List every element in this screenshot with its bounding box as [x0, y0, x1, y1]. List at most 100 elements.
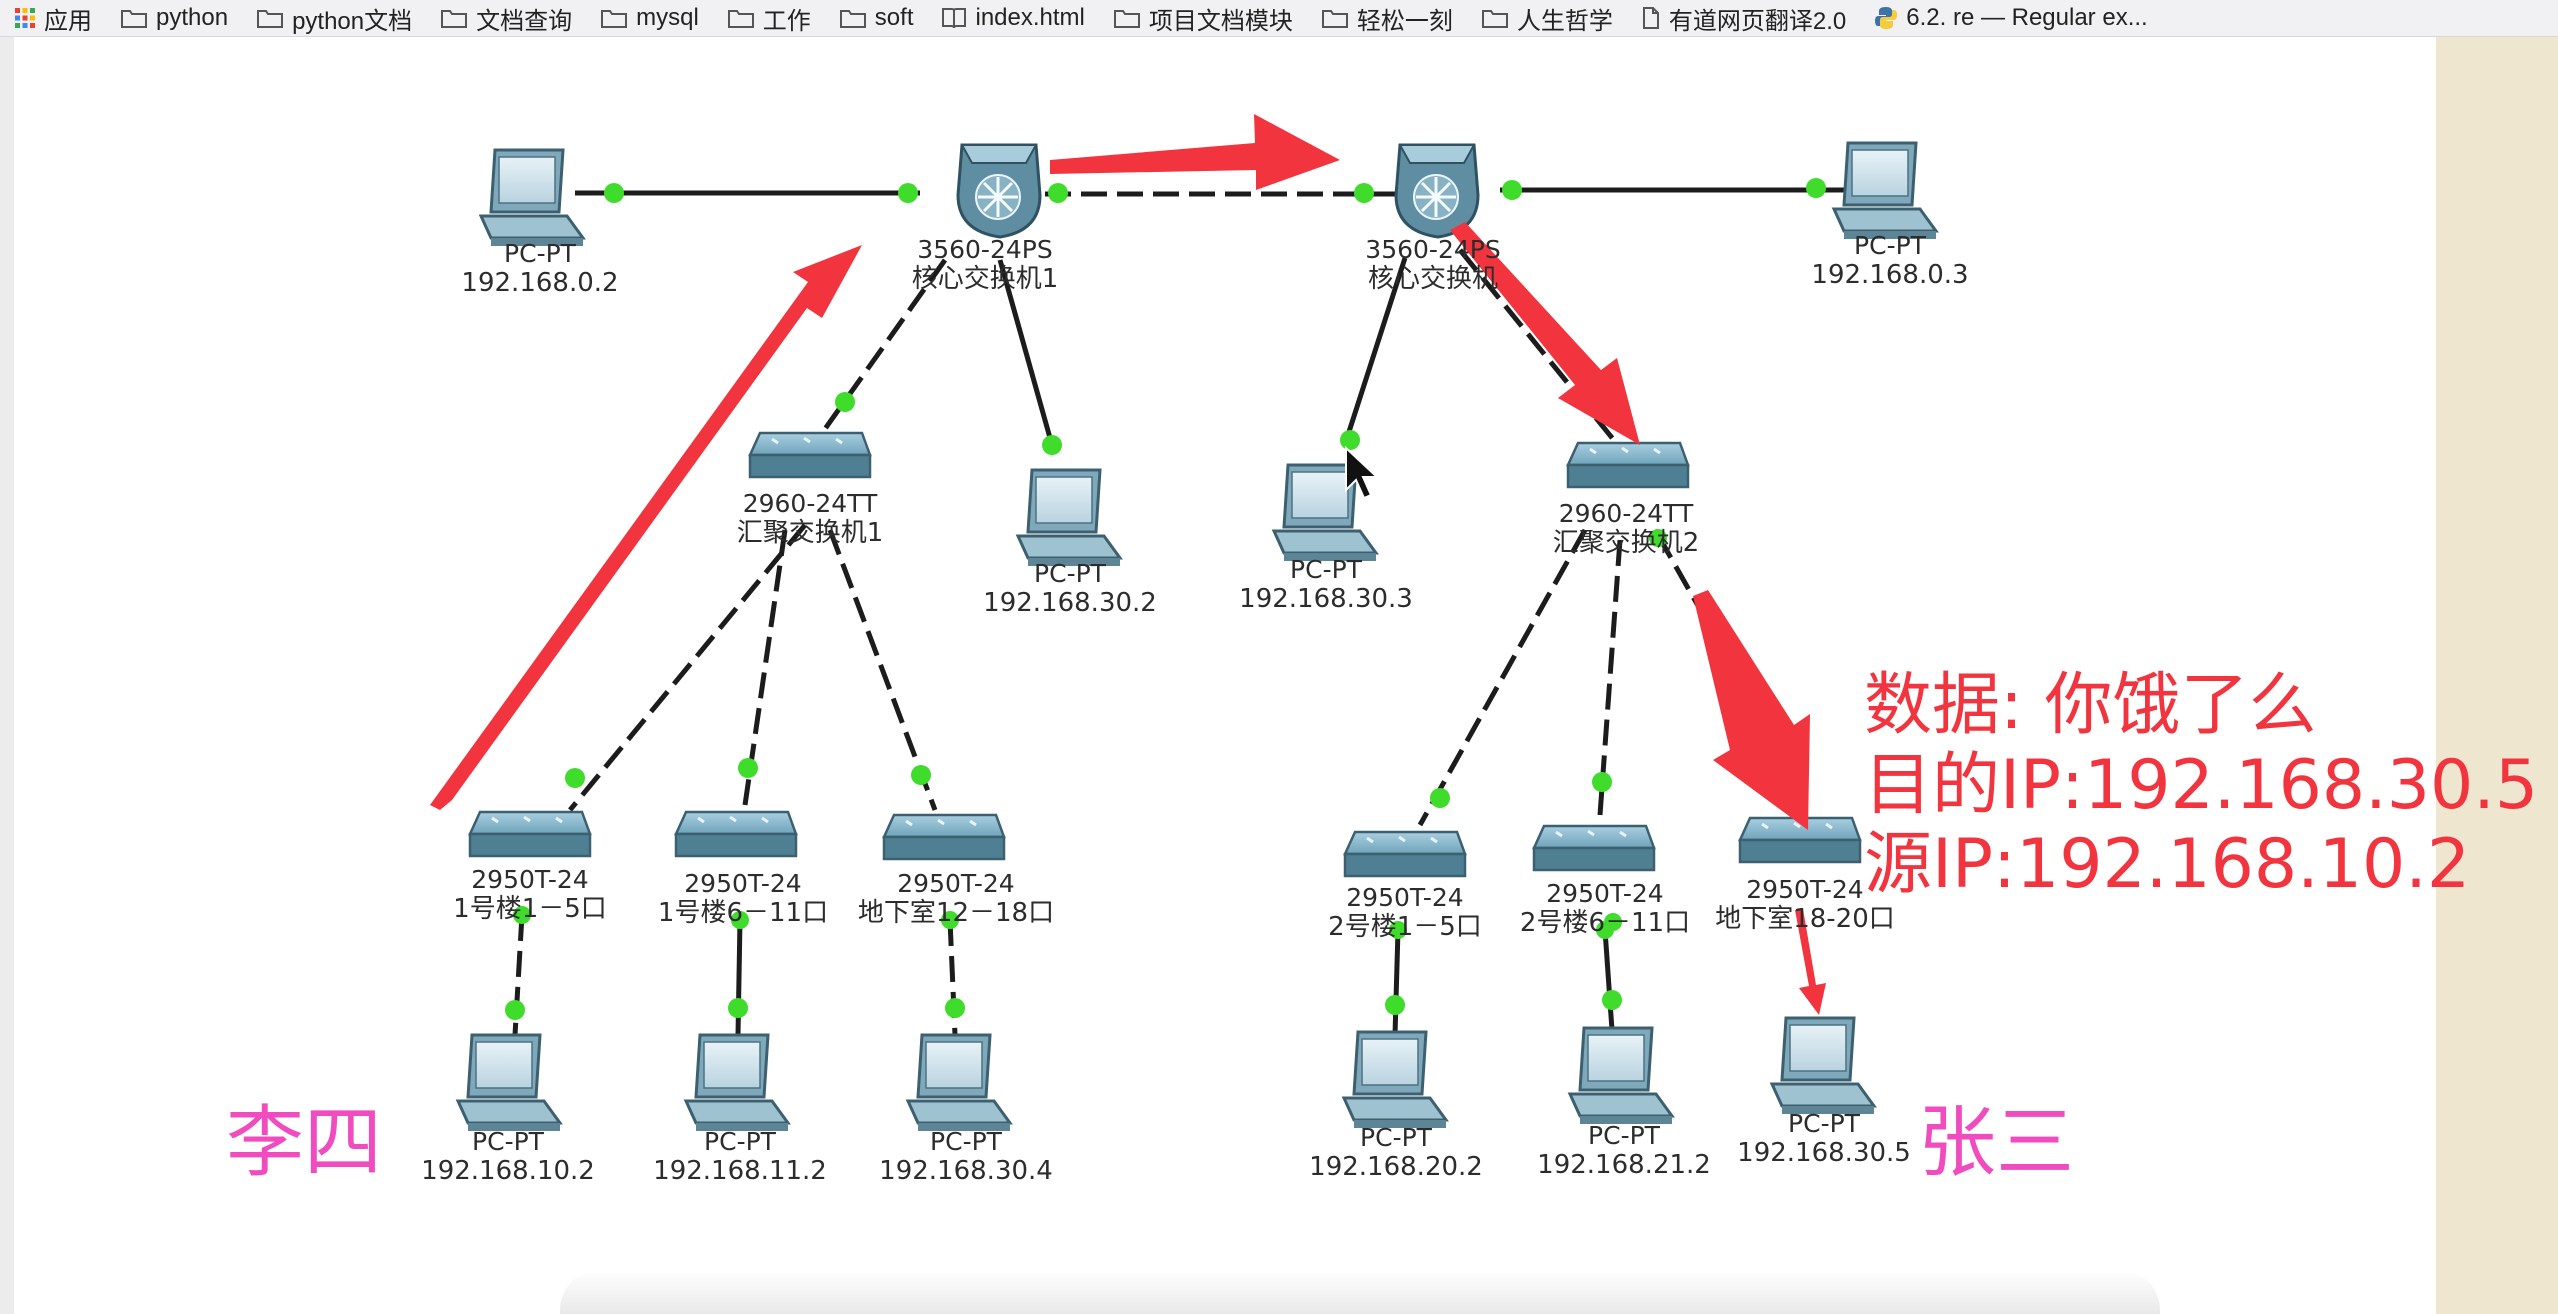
- folder-icon: [257, 10, 284, 28]
- pc-label: PC-PT 192.168.20.2: [1296, 1123, 1496, 1183]
- pc-ip: 192.168.0.3: [1811, 259, 1969, 290]
- pc-192-168-30-4-icon: [906, 1033, 1012, 1133]
- pc-192-168-21-2-icon: [1568, 1026, 1674, 1126]
- bookmark-python[interactable]: python: [106, 0, 242, 36]
- packet-data-line: 数据: 你饿了么: [1864, 666, 2317, 745]
- bookmark-label: python: [156, 4, 229, 31]
- bookmark-label: 人生哲学: [1516, 7, 1613, 35]
- folder-icon: [1321, 10, 1348, 28]
- pc-192-168-11-2-icon: [684, 1033, 790, 1133]
- packet-path-arrows: [430, 114, 1826, 1015]
- apps-grid-icon: [15, 8, 35, 28]
- device-model: 2950T-24: [471, 865, 589, 894]
- pc-label: PC-PT 192.168.30.4: [866, 1127, 1066, 1187]
- access-switch-5-label: 2950T-24 2号楼6－11口: [1490, 879, 1720, 939]
- core-switch-1-label: 3560-24PS 核心交换机1: [890, 235, 1080, 295]
- link-agg1-acc3: [827, 529, 938, 811]
- pc-ip: 192.168.30.2: [983, 587, 1157, 618]
- access-switch-6-label: 2950T-24 地下室18-20口: [1690, 875, 1920, 935]
- pc-192-168-30-5-icon: [1770, 1016, 1876, 1116]
- bookmark-python-docs[interactable]: python文档: [242, 0, 426, 36]
- device-name: 汇聚交换机2: [1552, 527, 1700, 558]
- bookmark-label: 文档查询: [476, 7, 573, 35]
- pc-192-168-20-2-icon: [1342, 1030, 1448, 1130]
- video-bottom-shadow: [560, 1270, 2160, 1314]
- folder-icon: [441, 10, 468, 28]
- pc-type: PC-PT: [1854, 231, 1926, 260]
- folder-icon: [601, 10, 628, 28]
- device-model: 2950T-24: [1546, 879, 1664, 908]
- bookmark-label: 应用: [44, 7, 92, 35]
- device-model: 2960-24TT: [742, 489, 878, 518]
- bookmark-mysql[interactable]: mysql: [586, 0, 713, 36]
- pc-label: PC-PT 192.168.0.3: [1790, 231, 1990, 291]
- pc-ip: 192.168.20.2: [1309, 1151, 1483, 1182]
- pc-type: PC-PT: [930, 1127, 1002, 1156]
- pc-label: PC-PT 192.168.0.2: [440, 239, 640, 299]
- link-core1-pc302: [997, 259, 1055, 446]
- core-switch-1-icon: [956, 143, 1042, 239]
- pc-ip: 192.168.11.2: [653, 1155, 827, 1186]
- bookmark-work[interactable]: 工作: [713, 0, 825, 36]
- device-name: 地下室12－18口: [857, 897, 1055, 928]
- access-switch-2-label: 2950T-24 1号楼6－11口: [628, 869, 858, 929]
- bookmark-apps[interactable]: 应用: [0, 0, 106, 36]
- pc-type: PC-PT: [1034, 559, 1106, 588]
- link-core1-agg1: [807, 258, 948, 452]
- bookmark-label: index.html: [975, 4, 1085, 31]
- access-switch-3-icon: [882, 813, 1006, 861]
- bookmark-python-re[interactable]: 6.2. re — Regular ex...: [1860, 0, 2161, 36]
- device-model: 3560-24PS: [1365, 235, 1501, 264]
- folder-icon: [121, 10, 147, 28]
- agg-switch-1-label: 2960-24TT 汇聚交换机1: [710, 489, 910, 549]
- pc-type: PC-PT: [504, 239, 576, 268]
- device-model: 2950T-24: [897, 869, 1015, 898]
- link-core2-pc303: [1344, 257, 1408, 439]
- bookmark-label: 有道网页翻译2.0: [1668, 7, 1847, 35]
- access-switch-3-label: 2950T-24 地下室12－18口: [836, 869, 1076, 929]
- pc-ip: 192.168.10.2: [421, 1155, 595, 1186]
- link-agg1-acc1: [568, 523, 807, 812]
- bookmark-project-docs[interactable]: 项目文档模块: [1099, 0, 1307, 36]
- bookmark-label: python文档: [292, 7, 413, 35]
- red-arrow-small-down: [1795, 909, 1826, 1015]
- device-name: 1号楼6－11口: [657, 897, 829, 928]
- bookmark-philosophy[interactable]: 人生哲学: [1467, 0, 1627, 36]
- device-name: 汇聚交换机1: [736, 517, 884, 548]
- device-name: 1号楼1－5口: [453, 893, 607, 924]
- link-acc4-pc202: [1392, 929, 1401, 1036]
- agg-switch-2-icon: [1566, 441, 1690, 489]
- agg-switch-1-icon: [748, 431, 872, 479]
- folder-icon: [1481, 10, 1508, 28]
- bookmark-relax[interactable]: 轻松一刻: [1307, 0, 1467, 36]
- pc-ip: 192.168.0.2: [461, 267, 619, 298]
- device-model: 2950T-24: [1746, 875, 1864, 904]
- window-left-edge: [0, 37, 14, 1314]
- bookmark-index-html[interactable]: index.html: [927, 0, 1098, 36]
- folder-icon: [1113, 10, 1140, 28]
- device-name: 地下室18-20口: [1715, 903, 1895, 934]
- video-frame: [14, 37, 2436, 1314]
- bookmark-youdao[interactable]: 有道网页翻译2.0: [1627, 0, 1860, 36]
- pc-type: PC-PT: [704, 1127, 776, 1156]
- access-switch-4-icon: [1343, 830, 1467, 878]
- pc-192-168-10-2-icon: [456, 1033, 562, 1133]
- access-switch-1-icon: [468, 810, 592, 858]
- link-acc1-pc102: [512, 914, 525, 1036]
- bookmark-label: 项目文档模块: [1148, 7, 1293, 35]
- packet-info-annotation: 数据: 你饿了么 目的IP:192.168.30.5 源IP:192.168.1…: [1864, 666, 2538, 905]
- device-name: 核心交换机1: [911, 263, 1059, 294]
- bookmark-soft[interactable]: soft: [825, 0, 928, 36]
- pc-ip: 192.168.30.4: [879, 1155, 1053, 1186]
- device-model: 2960-24TT: [1558, 499, 1694, 528]
- pc-label: PC-PT 192.168.10.2: [408, 1127, 608, 1187]
- pc-type: PC-PT: [472, 1127, 544, 1156]
- pc-ip: 192.168.30.5: [1737, 1137, 1911, 1168]
- pc-type: PC-PT: [1360, 1123, 1432, 1152]
- pc-label: PC-PT 192.168.21.2: [1524, 1121, 1724, 1181]
- device-model: 3560-24PS: [917, 235, 1053, 264]
- folder-icon: [727, 10, 754, 28]
- bookmark-doc-query[interactable]: 文档查询: [426, 0, 586, 36]
- device-name: 2号楼1－5口: [1328, 911, 1482, 942]
- device-model: 2950T-24: [684, 869, 802, 898]
